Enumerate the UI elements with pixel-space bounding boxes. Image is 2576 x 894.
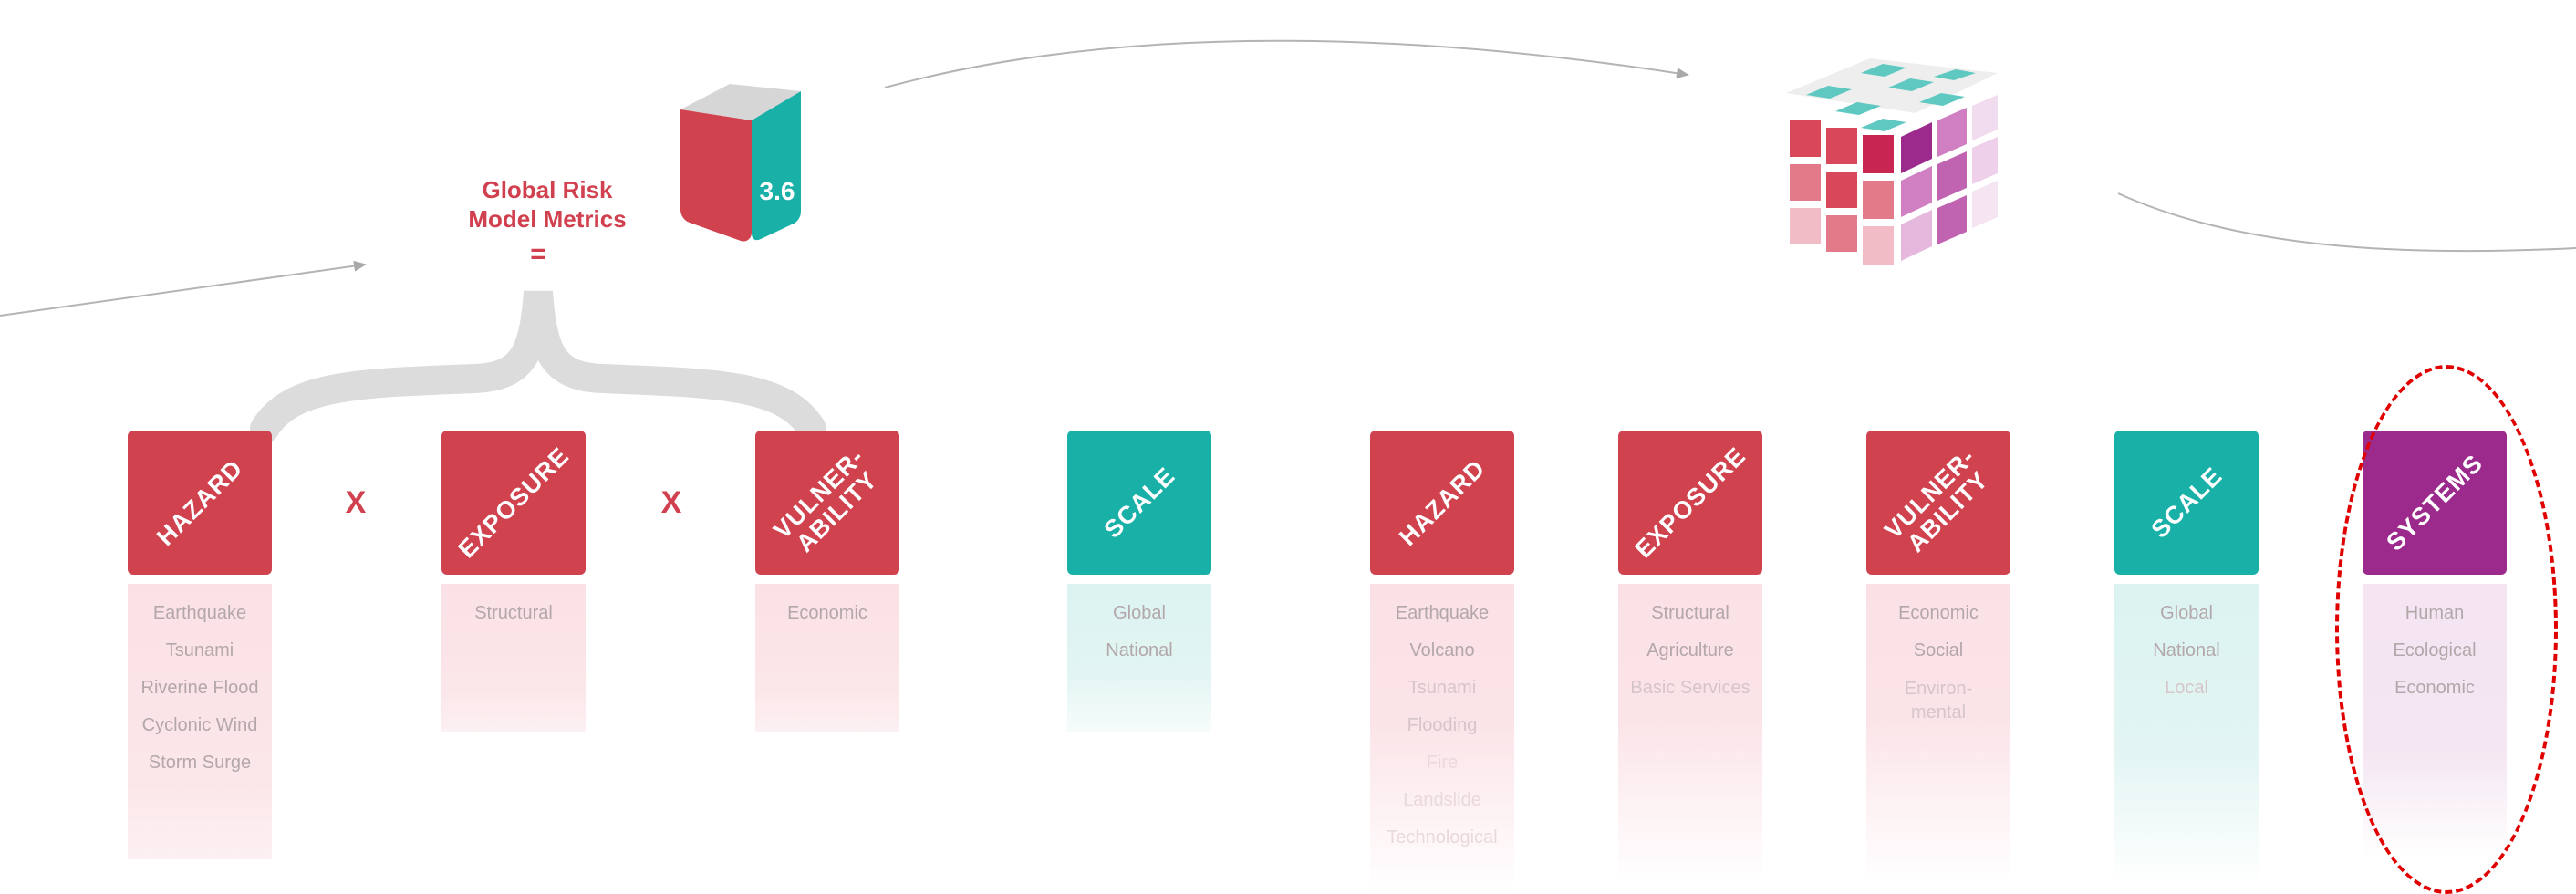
scale-list: Global National Local xyxy=(2114,584,2259,885)
vulnerability-tile: VULNER- ABILITY xyxy=(755,431,899,575)
title-line-2: Model Metrics xyxy=(468,205,627,233)
scale-list: Global National xyxy=(1067,584,1211,732)
list-item: Environ- xyxy=(1904,679,1973,699)
arrow-curve-left xyxy=(0,260,367,317)
list-item: Global xyxy=(2160,603,2213,623)
exposure-list: Structural xyxy=(441,584,586,732)
list-item: National xyxy=(2153,640,2220,660)
list-item: Structural xyxy=(474,603,553,623)
list-item: Tsunami xyxy=(165,640,234,660)
scale-tile: SCALE xyxy=(1067,431,1211,575)
list-item: Fire xyxy=(1426,753,1459,773)
vulnerability-list: Economic Social Environ- mental xyxy=(1866,584,2010,885)
vulnerability-list: Economic xyxy=(755,584,899,732)
list-item: Riverine Flood xyxy=(140,678,259,698)
list-item: Storm Surge xyxy=(148,753,252,773)
list-item: Tsunami xyxy=(1407,678,1477,698)
list-item: Earthquake xyxy=(1395,603,1490,623)
vulnerability-tile: VULNER- ABILITY xyxy=(1866,431,2010,575)
exposure-list: Structural Agriculture Basic Services xyxy=(1618,584,1762,885)
hazard-list: Earthquake Volcano Tsunami Flooding Fire… xyxy=(1370,584,1514,894)
page-title: Global Risk Model Metrics xyxy=(447,175,648,234)
list-item: Structural xyxy=(1651,603,1729,623)
list-item: Economic xyxy=(787,603,867,623)
arrow-curve-right xyxy=(2117,192,2576,253)
list-item: Volcano xyxy=(1409,640,1475,660)
list-item: Technological xyxy=(1387,827,1498,847)
list-item: Cyclonic Wind xyxy=(141,715,258,735)
hazard-list: Earthquake Tsunami Riverine Flood Cyclon… xyxy=(128,584,272,859)
list-item: Agriculture xyxy=(1646,640,1734,660)
rubik-cube xyxy=(1786,58,1998,265)
hazard-tile: HAZARD xyxy=(128,431,272,575)
list-item: Economic xyxy=(1898,603,1979,623)
arrow-curve-top xyxy=(884,39,1689,88)
list-item: Flooding xyxy=(1407,715,1478,735)
list-item: mental xyxy=(1910,702,1967,722)
list-item: National xyxy=(1106,640,1173,660)
multiply-sign: X xyxy=(345,485,367,520)
list-item: Basic Services xyxy=(1630,678,1750,698)
risk-metric-cube xyxy=(680,84,801,242)
systems-highlight-outline xyxy=(2335,365,2558,894)
equals-sign: = xyxy=(530,239,546,269)
list-item: Local xyxy=(2165,678,2208,698)
list-item: Landslide xyxy=(1403,790,1481,810)
list-item: Global xyxy=(1113,603,1166,623)
scale-tile: SCALE xyxy=(2114,431,2259,575)
title-line-1: Global Risk xyxy=(482,176,613,203)
exposure-tile: EXPOSURE xyxy=(441,431,586,575)
exposure-tile: EXPOSURE xyxy=(1618,431,1762,575)
list-item: Social xyxy=(1913,640,1964,660)
hazard-tile: HAZARD xyxy=(1370,431,1514,575)
multiply-sign: X xyxy=(660,485,682,520)
grouping-brace xyxy=(250,290,826,443)
list-item: Earthquake xyxy=(152,603,247,623)
cube-value: 3.6 xyxy=(759,177,795,205)
